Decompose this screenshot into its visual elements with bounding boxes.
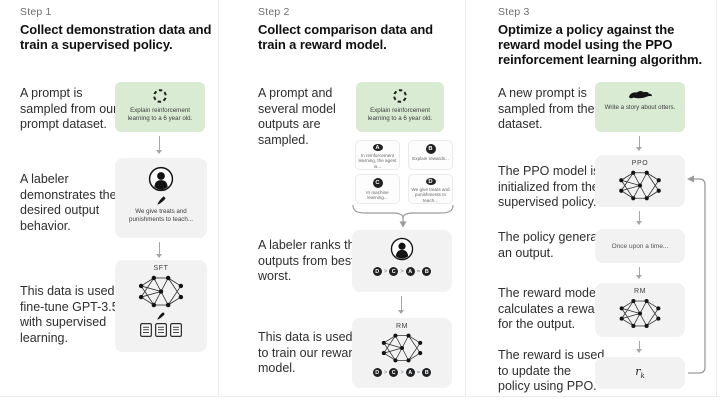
rank-separator: > [383,268,388,275]
down-arrow-icon [636,267,643,279]
step3-output-box: Once upon a time... [595,229,685,263]
step3-caption-output: The policy generates an output. [498,230,615,260]
badge-d: D [425,178,436,186]
step1-sft-box: SFT [115,260,207,352]
down-arrow-icon [156,136,163,154]
step1-caption-finetune: This data is used to fine-tune GPT-3.5 w… [20,284,129,345]
column-divider [218,0,219,396]
rank-item: B [422,267,432,276]
rank-item: B [422,368,432,377]
down-arrow-icon [156,242,163,258]
column-divider [716,0,717,396]
step2-caption-labeler: A labeler ranks the outputs from best to… [258,238,369,283]
step1-caption-labeler: A labeler demonstrates the desired outpu… [20,172,117,233]
step1-labeler-box: We give treats and punishments to teach.… [115,158,207,238]
badge-b: B [425,144,436,154]
output-b-text: Explain rewards... [412,156,449,161]
rank-separator: > [400,268,404,275]
step3-heading: Optimize a policy against the reward mod… [498,22,703,67]
sample-dashed-circle-icon [392,88,408,104]
rank-item: C [389,267,399,276]
rank-separator: > [383,369,388,376]
rm-label: RM [395,323,409,330]
step1-prompt-text: Explain reinforcement learning to a 6 ye… [127,107,193,122]
step2-heading: Collect comparison data and train a rewa… [258,22,434,52]
down-arrow-icon [636,211,643,225]
step2-rm-box: RM D > C > A = B [352,318,452,388]
step2-prompt-box: Explain reinforcement learning to a 6 ye… [356,82,444,132]
step1-demo-text: We give treats and punishments to teach.… [129,208,193,223]
documents-icon [140,323,182,337]
neural-network-icon [618,297,662,330]
step3-reward-box: rk [595,357,685,389]
ranking-row: D > C > A = B [372,368,432,377]
step3-caption-reward: The reward model calculates a reward for… [498,286,606,331]
step3-ppo-box: PPO [595,155,685,207]
neural-network-icon [617,169,663,202]
badge-a: A [372,144,383,152]
ranking-row: D > C > A = B [372,267,432,276]
step2-caption-train: This data is used to train our reward mo… [258,330,360,375]
step3-prompt-box: Write a story about otters. [595,82,685,132]
neural-network-icon [137,274,185,309]
output-box-d: D We give treats and punishments to teac… [408,174,453,204]
rank-separator: > [400,369,404,376]
rank-separator: = [416,268,421,275]
step2-caption-prompt: A prompt and several model outputs are s… [258,86,336,147]
pen-icon [156,311,166,321]
pen-icon [156,195,167,206]
output-box-c: C In machine learning... [355,174,400,204]
rank-separator: = [416,369,421,376]
step3-caption-init: The PPO model is initialized from the su… [498,164,600,209]
brace-down-arrow-icon [351,204,455,230]
otter-icon [627,88,653,101]
reward-symbol: rk [635,365,645,381]
sample-dashed-circle-icon [152,88,168,104]
step2-labeler-box: D > C > A = B [352,230,452,292]
step1-heading: Collect demonstration data and train a s… [20,22,212,52]
step1-caption-prompt: A prompt is sampled from our prompt data… [20,86,118,131]
output-a-text: In reinforcement learning, the agent is.… [358,153,397,169]
ppo-label: PPO [631,160,649,167]
down-arrow-icon [636,136,643,151]
rm-label: RM [633,288,647,295]
step3-caption-prompt: A new prompt is sampled from the dataset… [498,86,595,131]
step2-label: Step 2 [258,6,290,18]
output-c-text: In machine learning... [366,190,389,201]
labeler-person-icon [148,166,174,192]
rank-item: A [405,267,415,276]
labeler-person-icon [390,237,414,261]
rank-item: D [372,267,382,276]
rank-item: D [372,368,382,377]
down-arrow-icon [398,296,405,314]
output-box-a: A In reinforcement learning, the agent i… [355,140,400,170]
step2-prompt-text: Explain reinforcement learning to a 6 ye… [367,107,433,122]
step1-label: Step 1 [20,6,52,18]
bottom-rule [0,396,720,397]
step3-caption-update: The reward is used to update the policy … [498,348,605,393]
output-d-text: We give treats and punishments to teach.… [411,187,450,203]
down-arrow-icon [636,341,643,353]
rank-item: C [389,368,399,377]
step3-label: Step 3 [498,6,530,18]
badge-c: C [372,178,383,188]
rank-item: A [405,368,415,377]
step3-prompt-text: Write a story about otters. [604,104,676,111]
step3-rm-box: RM [595,283,685,337]
generated-output-text: Once upon a time... [611,242,669,250]
step1-prompt-box: Explain reinforcement learning to a 6 ye… [115,82,205,132]
output-box-b: B Explain rewards... [408,140,453,170]
neural-network-icon [380,332,424,364]
sft-label: SFT [153,265,169,272]
column-divider [465,0,466,396]
